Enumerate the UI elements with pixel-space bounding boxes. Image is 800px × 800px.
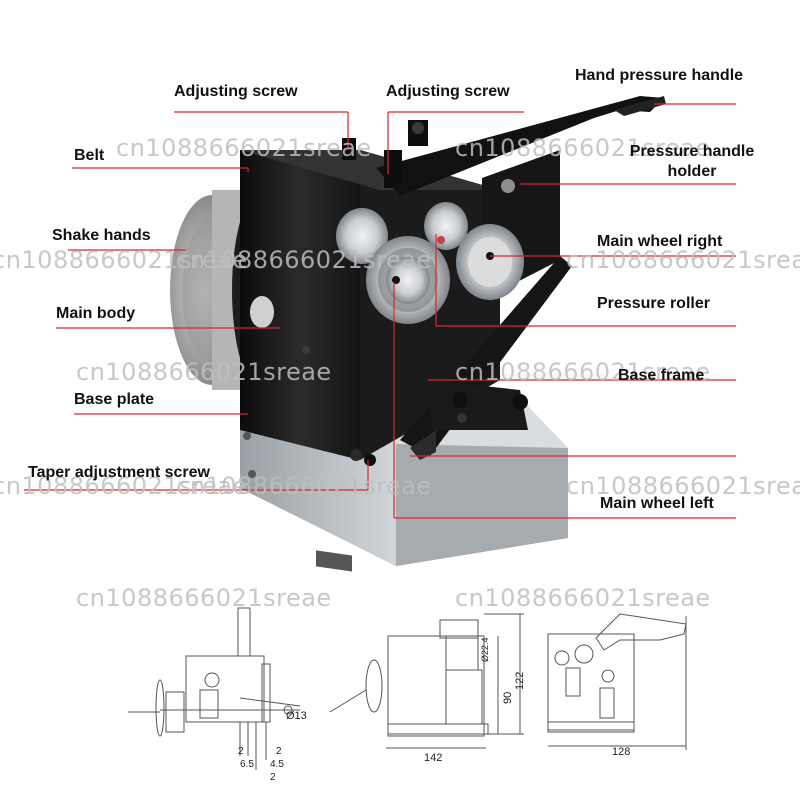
technical-drawings [128, 607, 687, 770]
dim-width-142: 142 [424, 752, 443, 764]
label-pressure-handle-holder-line1: Pressure handle [629, 143, 755, 160]
adjusting-screw-left-shape [342, 138, 356, 160]
dim-shaft-diameter: Ø13 [286, 710, 307, 722]
label-main-wheel-right: Main wheel right [597, 233, 723, 250]
dim-2a: 2 [238, 746, 244, 757]
dim-height-122: 122 [514, 671, 526, 690]
dim-roller-diameter: Ø22.4 [480, 637, 490, 662]
label-hand-pressure-handle: Hand pressure handle [575, 67, 744, 84]
watermark: cn1088666021sreae [116, 134, 372, 162]
leader-lines [24, 103, 736, 519]
label-pressure-handle-holder-line2: holder [667, 163, 717, 180]
dim-2c: 2 [270, 772, 276, 783]
adjusting-screw-right-shape [384, 150, 402, 188]
taper-screw-shape [364, 454, 376, 466]
watermark: cn1088666021sreae [176, 246, 432, 274]
label-base-frame: Base frame [618, 367, 705, 384]
watermark: cn1088666021sreae [76, 358, 332, 386]
pressure-roller-shape [424, 202, 468, 250]
watermark: cn1088666021sreae [0, 472, 248, 500]
watermark: cn1088666021sreae [76, 584, 332, 612]
hand-pressure-handle-shape [376, 96, 664, 196]
label-belt: Belt [74, 147, 105, 164]
label-pressure-roller: Pressure roller [597, 295, 710, 312]
label-adjusting-screw-left: Adjusting screw [174, 83, 298, 100]
drawing1-handle [237, 607, 251, 657]
drawing2-body [387, 635, 485, 737]
label-pressure-handle-holder: Pressure handle holder [622, 142, 762, 182]
label-main-wheel-left: Main wheel left [600, 495, 714, 512]
label-main-body: Main body [56, 305, 136, 322]
watermark: cn1088666021sreae [0, 246, 248, 274]
watermark: cn1088666021sreae [176, 472, 432, 500]
drawing3-body [547, 633, 635, 731]
watermark: cn1088666021sreae [455, 134, 711, 162]
watermark: cn1088666021sreae [566, 472, 800, 500]
dim-4-5: 4.5 [270, 759, 284, 770]
label-adjusting-screw-right: Adjusting screw [386, 83, 510, 100]
label-taper-adjustment-screw: Taper adjustment screw [28, 464, 210, 481]
dim-6-5: 6.5 [240, 759, 254, 770]
dim-height-90: 90 [502, 691, 514, 704]
label-base-plate: Base plate [74, 391, 155, 408]
watermark: cn1088666021sreae [455, 584, 711, 612]
dim-2b: 2 [276, 746, 282, 757]
main-body-shape [240, 150, 360, 460]
label-shake-hands: Shake hands [52, 227, 151, 244]
watermark: cn1088666021sreae [566, 246, 800, 274]
dim-width-128: 128 [612, 746, 631, 758]
watermark: cn1088666021sreae [455, 358, 711, 386]
